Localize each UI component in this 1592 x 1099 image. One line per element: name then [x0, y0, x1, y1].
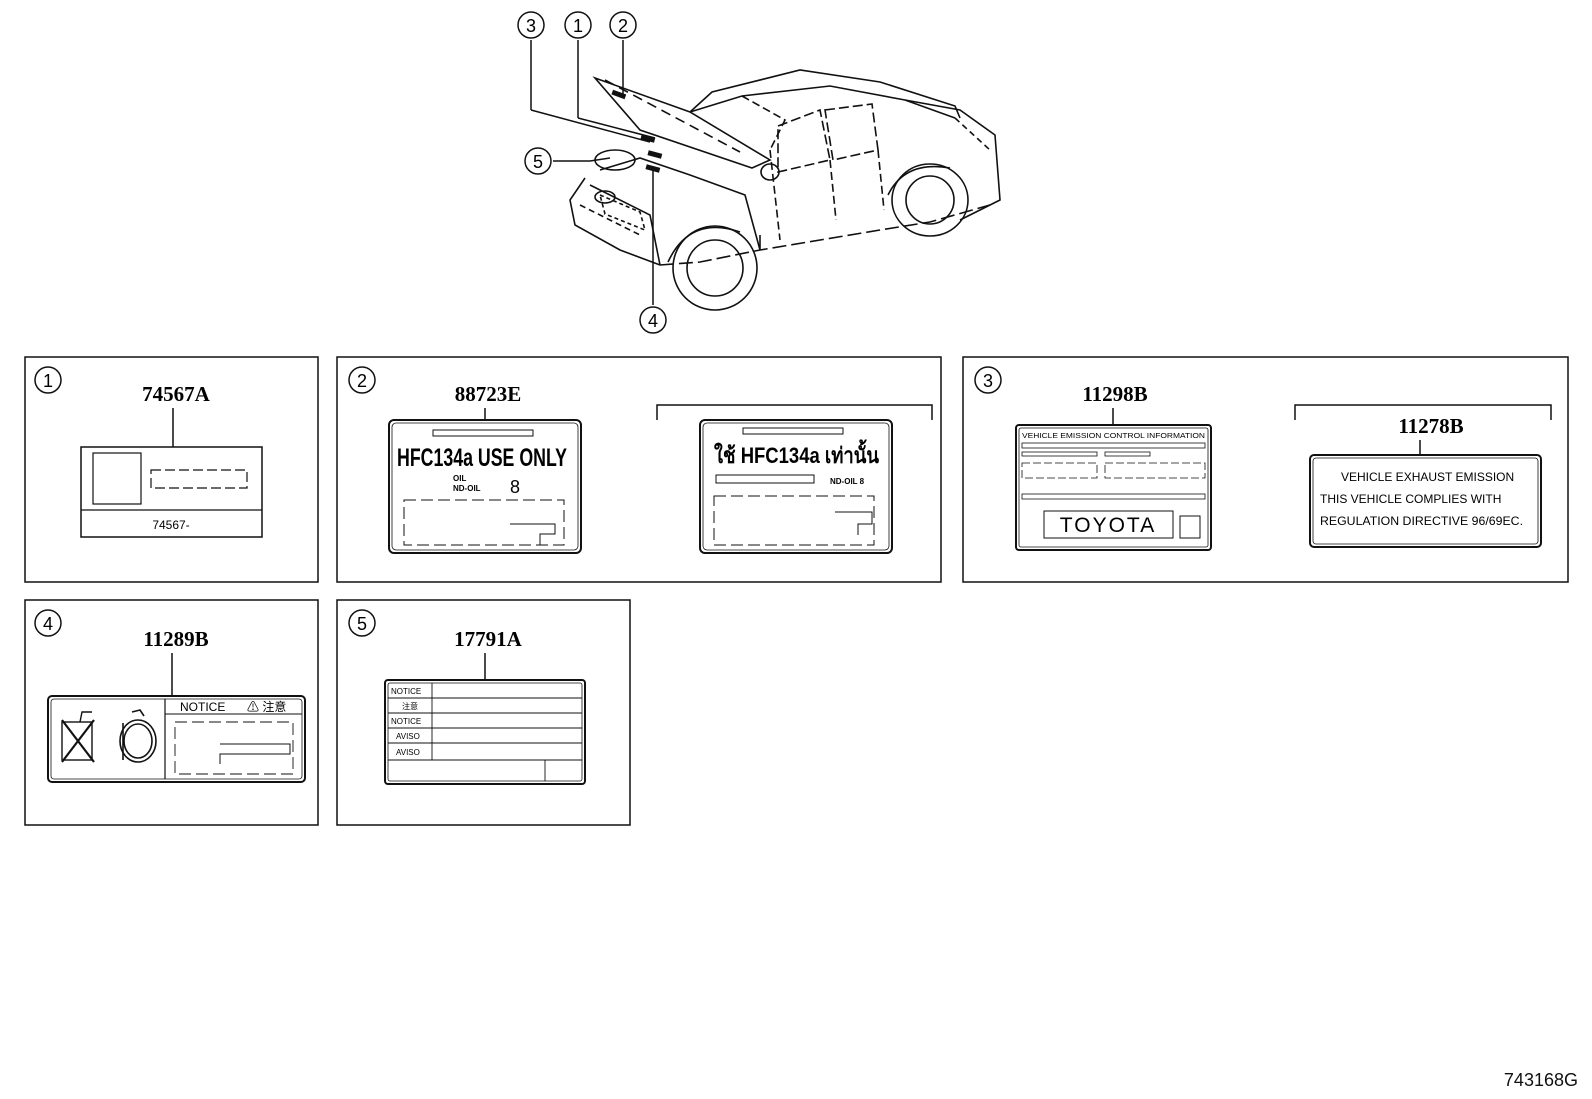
notice-jp-text: ⚠ 注意	[247, 699, 286, 714]
svg-text:5: 5	[533, 152, 543, 172]
part-number-11289B: 11289B	[143, 627, 208, 651]
svg-text:VEHICLE EXHAUST EMISSION: VEHICLE EXHAUST EMISSION	[1341, 470, 1514, 484]
panel-3: 3 11298B VEHICLE EMISSION CONTROL INFORM…	[962, 356, 1569, 583]
truck-illustration	[569, 69, 1001, 311]
panel-1: 1 74567A 74567-	[24, 356, 319, 583]
part-number-74567A: 74567A	[142, 382, 211, 406]
label-11298B: VEHICLE EMISSION CONTROL INFORMATION TOY…	[1015, 424, 1212, 551]
svg-text:REGULATION DIRECTIVE 96/69EC.: REGULATION DIRECTIVE 96/69EC.	[1320, 514, 1523, 528]
label-74567A: 74567-	[80, 446, 263, 538]
no-fuel-can-icon	[61, 711, 95, 763]
panel-3-index: 3	[983, 371, 993, 391]
svg-text:ND-OIL: ND-OIL	[453, 484, 481, 493]
truck-leader-lines	[530, 40, 656, 305]
panel-4: 4 11289B NOTICE ⚠ 注意	[24, 599, 319, 826]
part-number-88723E: 88723E	[455, 382, 522, 406]
label-88723E: HFC134a USE ONLY OIL ND-OIL 8	[388, 419, 582, 554]
svg-text:2: 2	[618, 16, 628, 36]
svg-text:3: 3	[526, 16, 536, 36]
callout-4: 4	[639, 306, 667, 334]
svg-text:注意: 注意	[402, 701, 418, 711]
svg-text:NOTICE: NOTICE	[391, 687, 421, 696]
part-number-11278B: 11278B	[1398, 414, 1463, 438]
part-number-11298B: 11298B	[1082, 382, 1147, 406]
svg-text:1: 1	[573, 16, 583, 36]
label-main-text: HFC134a USE ONLY	[397, 444, 567, 472]
svg-text:8: 8	[510, 477, 520, 497]
emission-header-text: VEHICLE EMISSION CONTROL INFORMATION	[1022, 433, 1205, 440]
callout-3: 3	[517, 11, 545, 39]
panel-5: 5 17791A NOTICE 注意 NOTICE AVISO AVISO	[336, 599, 631, 826]
panel-2: 2 88723E HFC134a USE ONLY OIL ND-OIL 8 ใ…	[336, 356, 942, 583]
label-11278B: VEHICLE EXHAUST EMISSION THIS VEHICLE CO…	[1309, 454, 1542, 548]
svg-text:AVISO: AVISO	[396, 748, 420, 757]
svg-text:AVISO: AVISO	[396, 732, 420, 741]
reference-code: 743168G	[1503, 1070, 1578, 1090]
panel-5-index: 5	[357, 614, 367, 634]
fuel-cap-icon	[119, 709, 157, 763]
label-thai-text: ใช้ HFC134a เท่านั้น	[714, 439, 879, 468]
panel-4-index: 4	[43, 614, 53, 634]
svg-text:ND-OIL 8: ND-OIL 8	[830, 477, 865, 486]
svg-text:OIL: OIL	[453, 474, 466, 483]
notice-text: NOTICE	[180, 700, 225, 714]
callout-2: 2	[609, 11, 637, 39]
callout-5: 5	[524, 147, 552, 175]
panel-2-index: 2	[357, 371, 367, 391]
callout-1: 1	[564, 11, 592, 39]
label-17791A: NOTICE 注意 NOTICE AVISO AVISO	[384, 679, 586, 785]
toyota-brand-text: TOYOTA	[1060, 514, 1156, 537]
svg-text:THIS VEHICLE COMPLIES WITH: THIS VEHICLE COMPLIES WITH	[1320, 492, 1501, 506]
label-code-text: 74567-	[152, 518, 189, 532]
label-88723E-thai: ใช้ HFC134a เท่านั้น ND-OIL 8	[699, 419, 893, 554]
svg-text:NOTICE: NOTICE	[391, 717, 421, 726]
label-11289B: NOTICE ⚠ 注意	[47, 695, 306, 783]
svg-text:4: 4	[648, 311, 658, 331]
truck-label-marks	[611, 89, 663, 173]
part-number-17791A: 17791A	[454, 627, 523, 651]
panel-1-index: 1	[43, 371, 53, 391]
